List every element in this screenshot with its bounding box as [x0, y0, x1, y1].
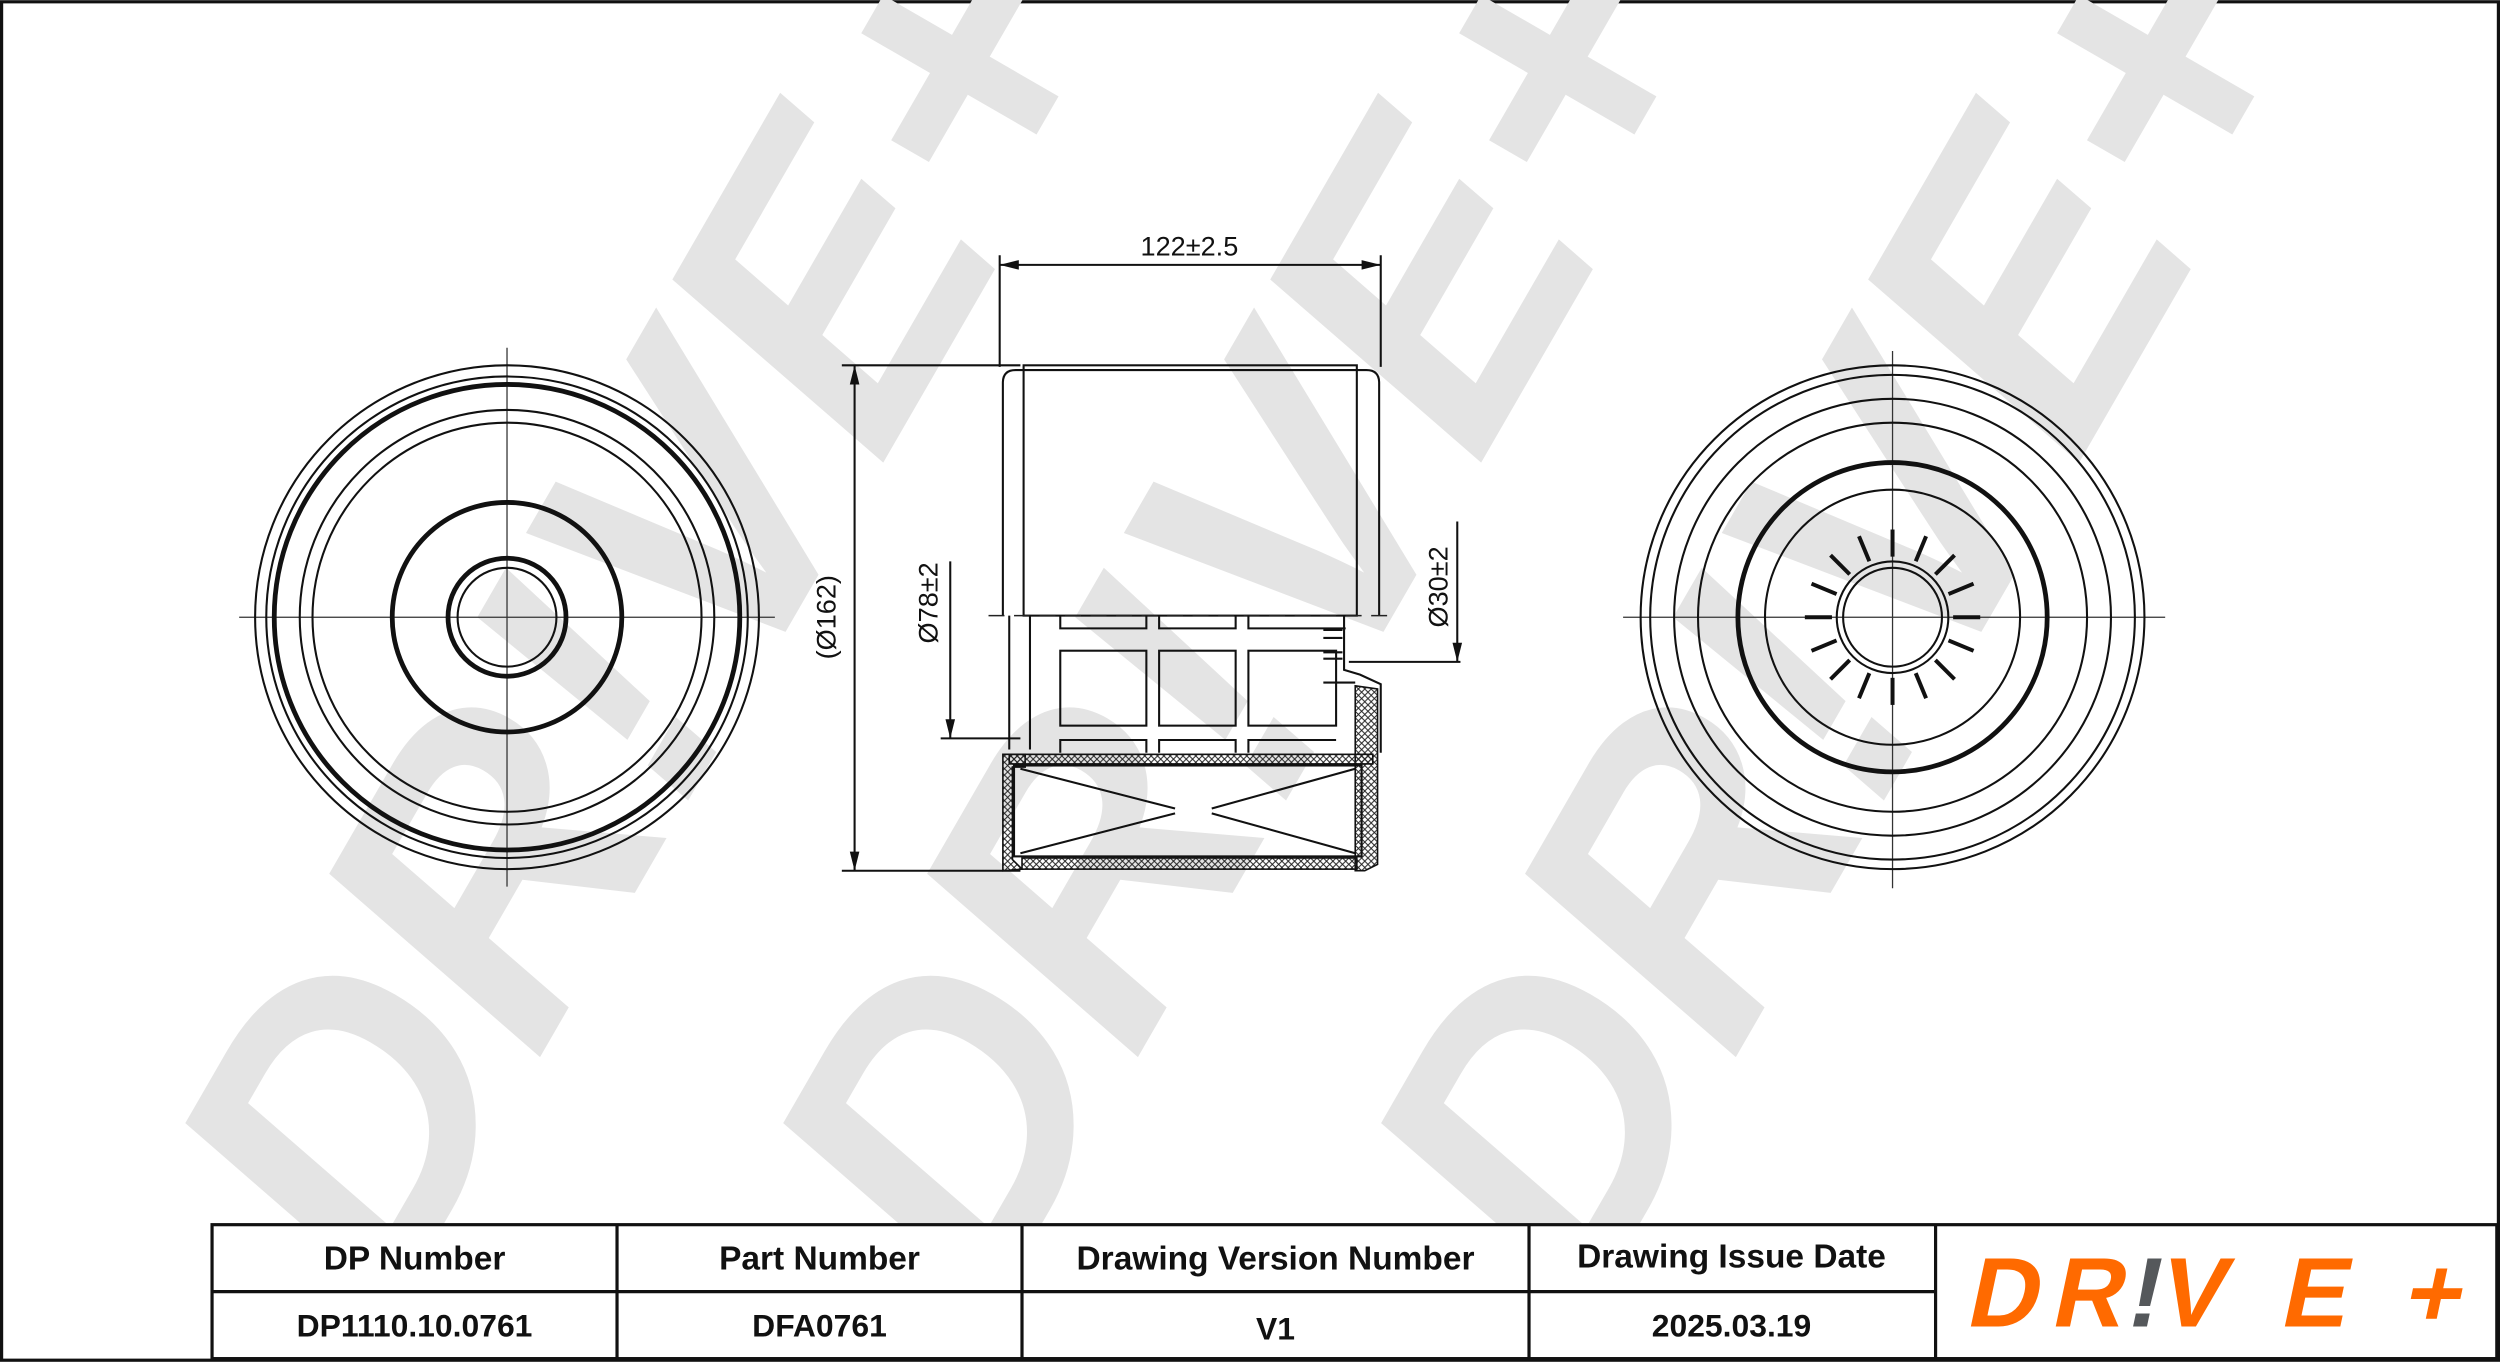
hub-rib: [1913, 672, 1928, 700]
header-part-number: Part Number: [719, 1240, 920, 1277]
side-view: 122±2.5 (Ø162) Ø78±2 Ø30±2: [810, 230, 1463, 872]
hub-rib: [1829, 658, 1852, 681]
hub-rib: [1913, 535, 1928, 563]
outer-diameter-dimension: (Ø162): [810, 575, 841, 659]
hub-rib: [1810, 638, 1838, 653]
title-block: DP Number Part Number Drawing Version Nu…: [210, 1223, 2499, 1361]
inner-diameter-dimension: Ø78±2: [913, 562, 944, 643]
hub-rib: [1933, 553, 1956, 576]
length-dimension: 122±2.5: [1141, 230, 1239, 261]
drawing-version-value: V1: [1256, 1310, 1295, 1346]
hub-rib: [1933, 658, 1956, 681]
hub-rib: [1857, 535, 1872, 563]
hub-rib: [1947, 638, 1975, 653]
bore-diameter-dimension: Ø30±2: [1423, 546, 1454, 627]
left-end-view: [239, 347, 775, 887]
header-issue-date: Drawing Issue Date: [1577, 1239, 1886, 1276]
hub-rib: [1857, 672, 1872, 700]
issue-date-value: 2025.03.19: [1652, 1307, 1812, 1343]
hub-rib: [1810, 581, 1838, 596]
header-drawing-version: Drawing Version Number: [1077, 1240, 1475, 1277]
header-dp-number: DP Number: [324, 1240, 506, 1277]
dp-number-value: DP1110.10.0761: [297, 1307, 533, 1343]
part-number-value: DFA0761: [752, 1307, 887, 1343]
hub-rib: [1947, 581, 1975, 596]
right-end-view: [1623, 350, 2166, 889]
svg-text:VE+: VE+: [2151, 1239, 2477, 1349]
hub-rib: [1829, 553, 1852, 576]
